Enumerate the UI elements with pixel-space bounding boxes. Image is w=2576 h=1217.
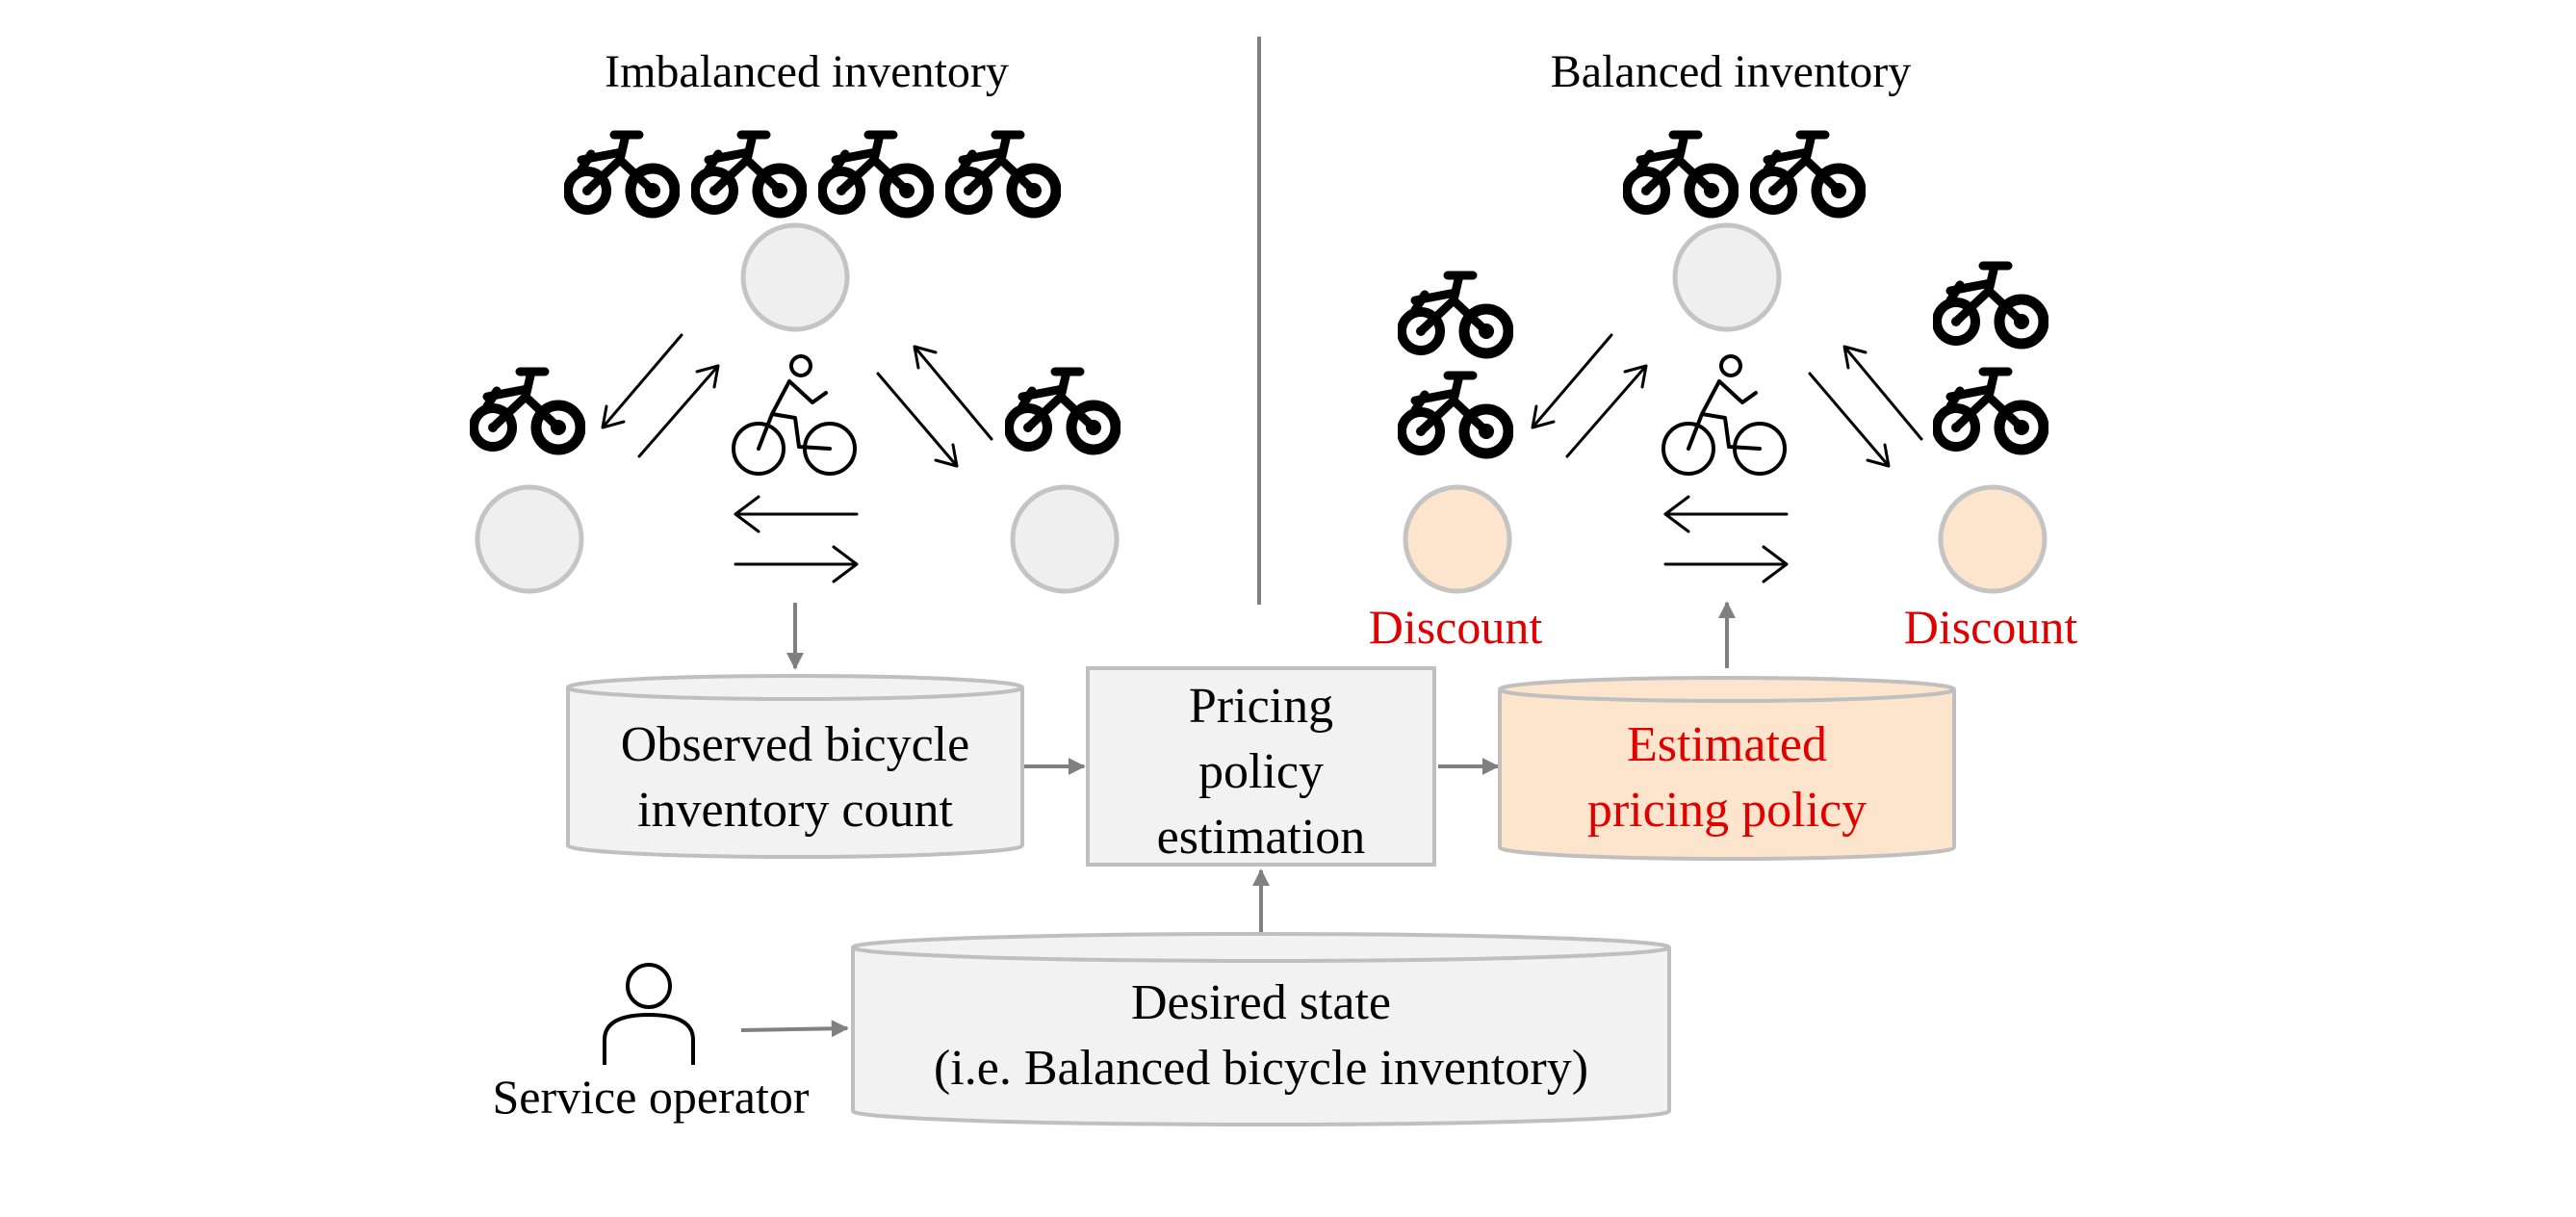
right-station-bikes-top	[1627, 135, 1861, 213]
title-imbalanced: Imbalanced inventory	[605, 46, 1009, 97]
bicycle-icon	[1402, 375, 1508, 453]
station-left-bottom-left	[475, 484, 584, 594]
desired-state-datastore: Desired state (i.e. Balanced bicycle inv…	[851, 932, 1671, 1126]
bicycle-icon	[949, 135, 1056, 213]
bicycle-icon	[695, 135, 802, 213]
bicycle-icon	[1627, 135, 1734, 213]
right-flow-arrows	[1531, 333, 1923, 583]
title-balanced: Balanced inventory	[1551, 46, 1912, 97]
station-left-bottom-right	[1010, 484, 1120, 594]
left-flow-arrows	[601, 333, 993, 583]
observed-line-2: inventory count	[637, 783, 953, 838]
bicycle-icon	[568, 135, 675, 213]
estimated-line-2: pricing policy	[1587, 783, 1867, 838]
cyclist-icon	[732, 354, 857, 476]
estimation-line-2: policy	[1198, 744, 1324, 799]
connector-arrows	[740, 601, 1736, 1038]
pricing-policy-estimation-box: Pricing policy estimation	[1086, 666, 1436, 867]
observed-line-1: Observed bicycle	[621, 717, 969, 772]
estimated-pricing-policy-datastore: Estimated pricing policy	[1498, 676, 1956, 861]
bicycle-icon	[1937, 266, 2044, 344]
station-right-top	[1672, 222, 1782, 332]
bicycle-icon	[474, 372, 580, 450]
discount-label-left: Discount	[1369, 600, 1543, 654]
bicycle-icon	[1009, 372, 1116, 450]
bicycle-icon	[1754, 135, 1861, 213]
bicycle-icon	[1937, 372, 2044, 450]
desired-line-1: Desired state	[1131, 975, 1391, 1030]
bicycle-icon	[1402, 275, 1508, 353]
estimation-line-3: estimation	[1157, 810, 1366, 865]
observed-inventory-datastore: Observed bicycle inventory count	[566, 674, 1024, 859]
station-left-top	[740, 222, 850, 332]
service-operator-label: Service operator	[492, 1070, 809, 1124]
station-right-discount-left	[1403, 484, 1512, 594]
station-right-discount-right	[1938, 484, 2048, 594]
discount-label-right: Discount	[1904, 600, 2078, 654]
left-station-bikes-top	[568, 135, 1056, 213]
bicycle-icon	[822, 135, 929, 213]
cyclist-icon	[1662, 354, 1787, 476]
desired-line-2: (i.e. Balanced bicycle inventory)	[934, 1041, 1588, 1096]
person-icon	[603, 963, 695, 1067]
estimated-line-1: Estimated	[1627, 717, 1827, 772]
estimation-line-1: Pricing	[1189, 679, 1333, 734]
